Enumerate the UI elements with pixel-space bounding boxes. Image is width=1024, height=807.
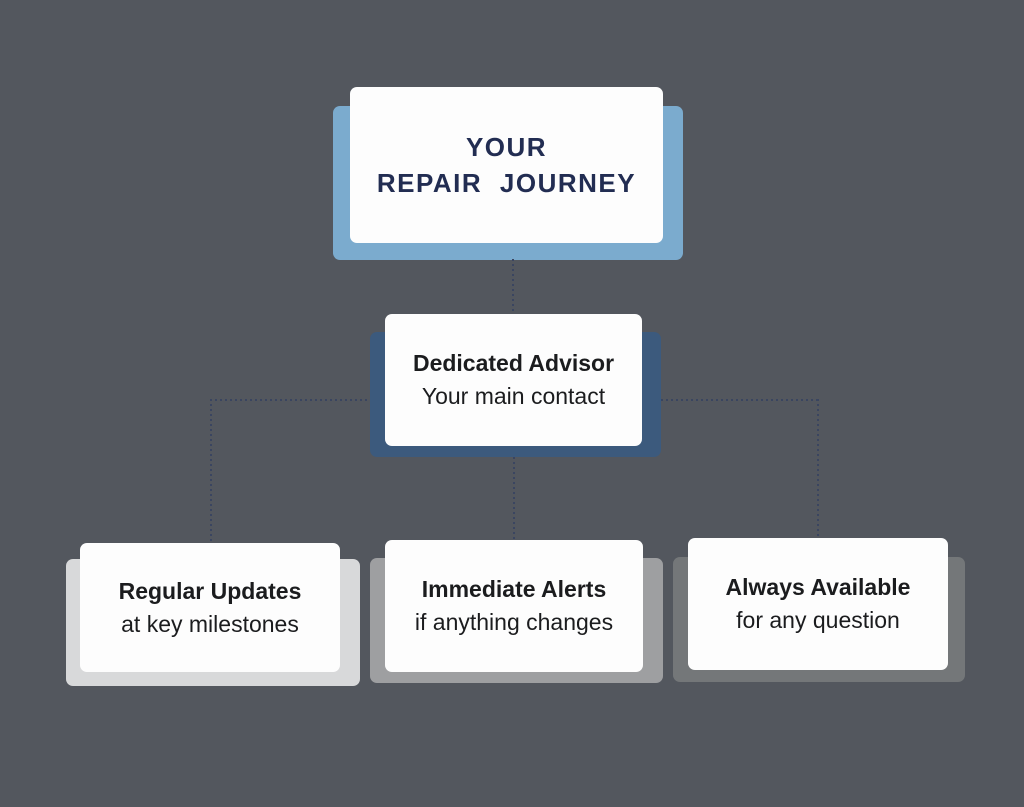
connector-advisor-left-branch — [210, 399, 370, 401]
always-available-subtext: for any question — [736, 607, 900, 633]
regular-updates-subtext: at key milestones — [121, 610, 299, 637]
connector-advisor-right-branch — [661, 399, 818, 401]
diagram-title-line2: REPAIR JOURNEY — [376, 168, 637, 198]
child-node-regular-updates: Regular Updates at key milestones — [80, 543, 340, 672]
root-node: YOUR REPAIR JOURNEY — [350, 87, 663, 243]
regular-updates-heading: Regular Updates — [118, 577, 302, 604]
immediate-alerts-heading: Immediate Alerts — [421, 576, 607, 602]
connector-root-to-advisor — [512, 259, 514, 314]
always-available-heading: Always Available — [725, 574, 911, 600]
advisor-heading: Dedicated Advisor — [412, 350, 615, 376]
child-node-immediate-alerts: Immediate Alerts if anything changes — [385, 540, 643, 672]
connector-to-regular-updates — [210, 399, 212, 543]
advisor-subtext: Your main contact — [421, 383, 606, 409]
connector-to-always-available — [817, 399, 819, 538]
advisor-node: Dedicated Advisor Your main contact — [385, 314, 642, 446]
child-node-always-available: Always Available for any question — [688, 538, 948, 670]
immediate-alerts-subtext: if anything changes — [414, 609, 614, 635]
diagram-title-line1: YOUR — [465, 132, 548, 162]
connector-to-immediate-alerts — [513, 457, 515, 540]
